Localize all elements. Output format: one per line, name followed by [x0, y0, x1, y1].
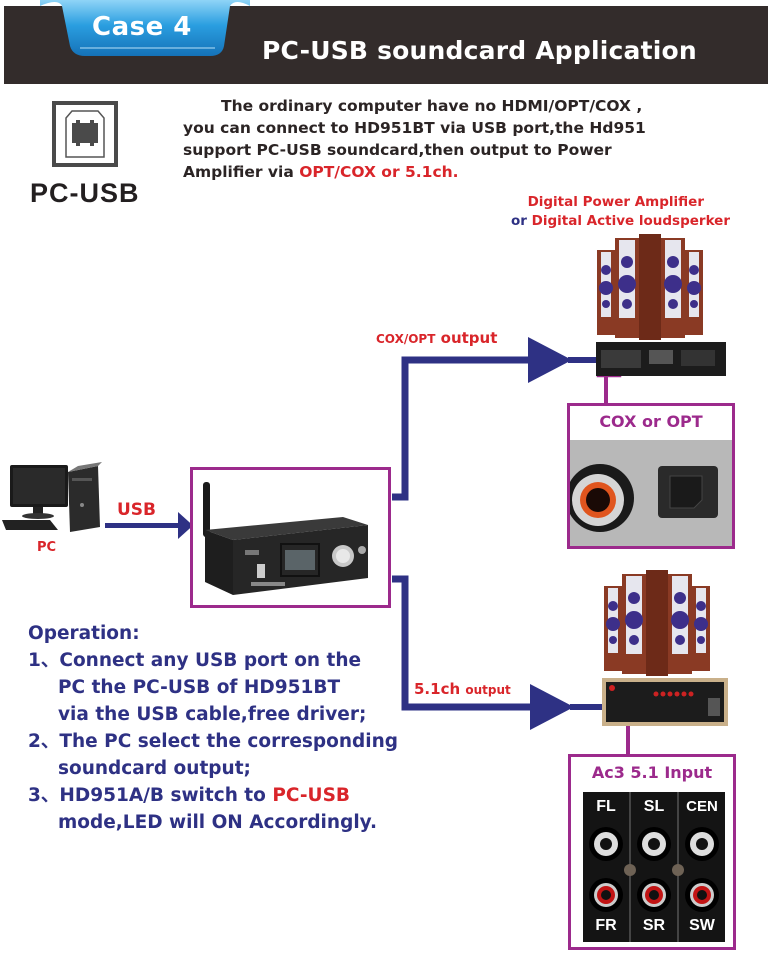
step-text: mode,LED will ON Accordingly. [58, 812, 378, 833]
usb-badge-label: PC-USB [30, 178, 140, 208]
intro-paragraph: The ordinary computer have no HDMI/OPT/C… [183, 95, 743, 183]
intro-line: Amplifier via [183, 163, 300, 181]
operation-step: 3、HD951A/B switch to PC-USB [28, 782, 398, 809]
rca-jack-red [637, 878, 671, 912]
five-one-arrow [392, 575, 602, 730]
amplifier-caption-line1: Digital Power Amplifier [527, 194, 704, 210]
rca-jack-white [685, 827, 719, 861]
five-one-label-prefix: 5.1ch [414, 680, 461, 698]
cox-opt-label-prefix: COX/OPT [376, 332, 436, 346]
step-text: via the USB cable,free driver; [58, 704, 367, 725]
operation-section: Operation: 1、Connect any USB port on the… [28, 620, 398, 836]
jack-label-cen: CEN [686, 798, 718, 815]
jack-label-sl: SL [643, 798, 665, 815]
step-text: HD951A/B switch to [59, 785, 273, 806]
step-text: PC the PC-USB of HD951BT [58, 677, 341, 698]
cox-opt-ports-photo [570, 440, 732, 546]
step-text: Connect any USB port on the [59, 650, 362, 671]
usb-arrow [105, 512, 193, 539]
case-tab-ribbon [40, 0, 250, 56]
screw-icon [624, 864, 684, 876]
optical-toslink-port-icon [658, 466, 718, 518]
jack-label-sw: SW [689, 917, 715, 934]
page-title: PC-USB soundcard Application [262, 36, 697, 65]
cox-opt-label-suffix: output [440, 329, 498, 347]
five-one-output-label: 5.1ch output [414, 680, 511, 698]
five-one-label-suffix: output [465, 683, 511, 697]
usb-type-b-port-icon [52, 101, 118, 167]
rca-jack-red [685, 878, 719, 912]
cox-opt-inset: COX or OPT [567, 403, 735, 549]
jack-label-fr: FR [595, 917, 617, 934]
jack-label-sr: SR [642, 917, 666, 934]
step-number: 1、 [28, 650, 60, 671]
cox-opt-arrow [392, 337, 598, 501]
speakers-and-receiver-icon [602, 570, 728, 726]
cox-opt-inset-title: COX or OPT [599, 412, 703, 431]
rca-jack-white [637, 827, 671, 861]
ac3-jack-panel: FL SL CEN FR SR SW [583, 792, 725, 942]
operation-step: 1、Connect any USB port on the [28, 647, 398, 674]
amplifier-caption-or: or [511, 213, 532, 229]
speakers-and-receiver-icon [596, 234, 726, 376]
step-highlight: PC-USB [272, 785, 350, 806]
intro-highlight: OPT/COX or 5.1ch. [299, 163, 459, 181]
pc-label: PC [37, 540, 57, 555]
step-number: 2、 [28, 731, 60, 752]
amplifier-caption: Digital Power Amplifier or Digital Activ… [511, 193, 730, 231]
desktop-computer-icon [2, 462, 102, 532]
jack-label-fl: FL [596, 798, 616, 815]
usb-connection-label: USB [117, 500, 157, 520]
hd951bt-device-frame [190, 467, 391, 608]
step-text: soundcard output; [58, 758, 251, 779]
audio-decoder-device-icon [203, 482, 368, 595]
rca-jack-white [589, 827, 623, 861]
operation-step: 2、The PC select the corresponding [28, 728, 398, 755]
operation-heading: Operation: [28, 623, 140, 644]
coaxial-rca-jack-icon [570, 464, 634, 532]
rca-jack-red [589, 878, 623, 912]
ac3-inset: Ac3 5.1 Input FL SL CEN FR SR SW [568, 754, 736, 950]
ac3-inset-title: Ac3 5.1 Input [591, 763, 713, 782]
amplifier-caption-line2: Digital Active loudsperker [531, 213, 730, 229]
intro-line: support PC-USB soundcard,then output to … [183, 141, 612, 159]
step-number: 3、 [28, 785, 60, 806]
intro-line: The ordinary computer have no HDMI/OPT/C… [221, 97, 643, 115]
intro-line: you can connect to HD951BT via USB port,… [183, 119, 646, 137]
case-label: Case 4 [92, 12, 192, 42]
step-text: The PC select the corresponding [59, 731, 399, 752]
cox-opt-output-label: COX/OPT output [376, 329, 497, 347]
